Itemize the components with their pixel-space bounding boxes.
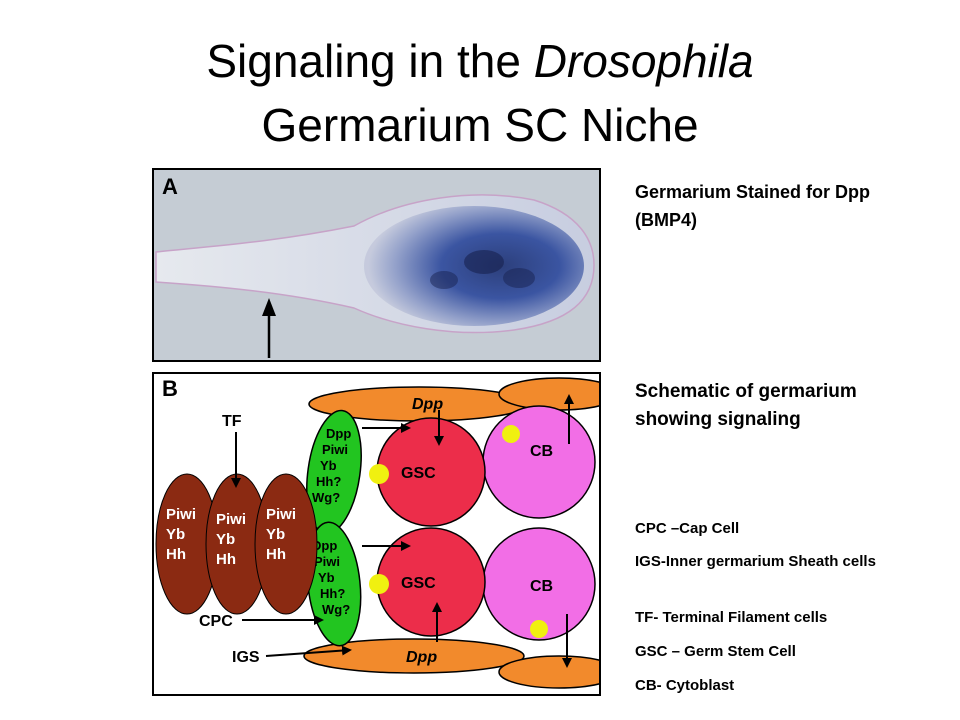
title-italic-drosophila: Drosophila [533, 35, 754, 87]
igs-arrow [265, 645, 352, 657]
cb-cell-top [482, 405, 596, 519]
sheath-cell-bottom-right [498, 655, 599, 689]
tf-cell-1-text: Piwi Yb Hh [166, 506, 200, 563]
schematic-drawing: B Dpp Dpp CB CB GSC GSC Dpp Piwi Yb Hh? … [155, 376, 599, 689]
legend-item-cb: CB- Cytoblast [635, 677, 735, 694]
gsc-bottom-spectrosome-dot [369, 574, 389, 594]
gsc-label-bottom: GSC [401, 575, 436, 592]
cpc-label: CPC [199, 613, 233, 630]
cb-label-top: CB [530, 443, 553, 460]
cb-top-spectrosome-dot [502, 425, 520, 443]
tf-cell-3-text: Piwi Yb Hh [266, 506, 300, 563]
legend-item-igs: IGS-Inner germarium Sheath cells [635, 553, 876, 570]
sheath-cell-top-right [498, 377, 599, 411]
tf-label: TF [222, 413, 242, 430]
panel-b-label: B [162, 376, 178, 401]
panel-b-caption: Schematic of germarium showing signaling [635, 381, 857, 430]
sheath-cell-bottom [303, 638, 525, 674]
igs-label: IGS [232, 649, 260, 666]
cap-cell-top-text: Dpp Piwi Yb Hh? Wg? [312, 426, 355, 505]
slide-title-line-2: Germarium SC Niche [261, 99, 699, 151]
gsc-top-spectrosome-dot [369, 464, 389, 484]
gsc-label-top: GSC [401, 465, 436, 482]
tf-cell-2-text: Piwi Yb Hh [216, 511, 250, 568]
slide-title-line-1: Signaling in the Drosophila [0, 33, 960, 89]
cb-label-bottom: CB [530, 578, 553, 595]
micrograph-drawing: A [154, 170, 599, 360]
cap-cell-bottom-text: Dpp Piwi Yb Hh? Wg? [312, 538, 350, 617]
title-prefix: Signaling in the [206, 35, 534, 87]
cb-bottom-spectrosome-dot [530, 620, 548, 638]
legend-item-gsc: GSC – Germ Stem Cell [635, 643, 796, 660]
tf-cell-3 [254, 473, 318, 615]
panel-a-caption: Germarium Stained for Dpp (BMP4) [635, 182, 871, 230]
panel-a-micrograph: A [152, 168, 601, 362]
dpp-label-top: Dpp [412, 396, 443, 413]
dpp-label-bottom: Dpp [406, 649, 437, 666]
legend-item-cpc: CPC –Cap Cell [635, 520, 740, 537]
legend-item-tf: TF- Terminal Filament cells [635, 609, 828, 626]
panel-a-label: A [162, 174, 178, 199]
panel-b-schematic: B Dpp Dpp CB CB GSC GSC Dpp Piwi Yb Hh? … [152, 372, 601, 696]
pointer-arrow-head [262, 298, 276, 316]
